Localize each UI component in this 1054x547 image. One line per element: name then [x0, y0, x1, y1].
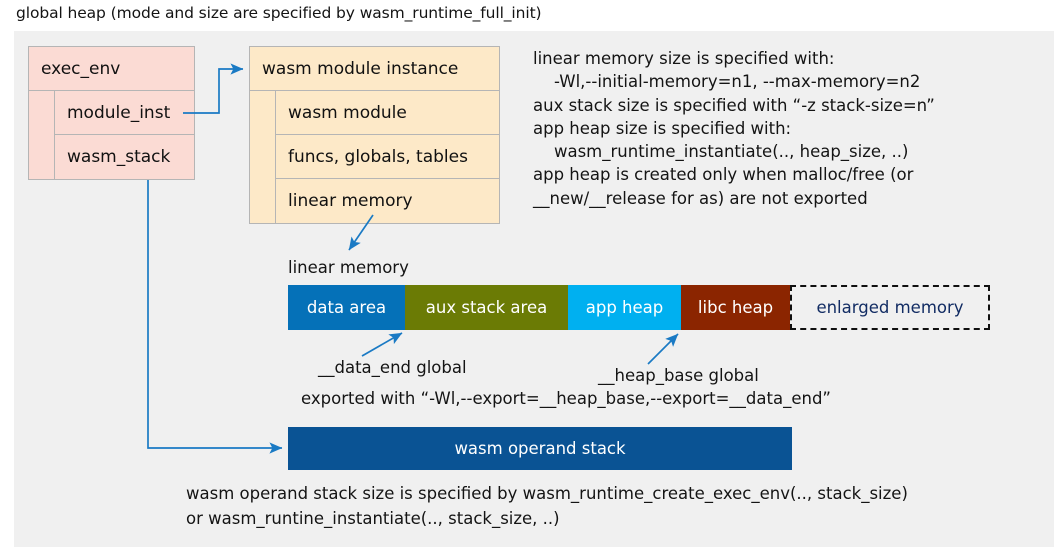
wasm-module-instance-header-label: wasm module instance: [262, 58, 459, 79]
wasm-operand-stack-label: wasm operand stack: [454, 439, 626, 458]
exec-env-header: exec_env: [28, 46, 195, 91]
exec-env-row-label: wasm_stack: [67, 147, 171, 167]
exec-env-row-module-inst: module_inst: [55, 91, 194, 135]
memory-segment-libc-heap: libc heap: [681, 285, 790, 330]
wasm-module-instance-row-label: linear memory: [288, 191, 413, 211]
linear-memory-bar-label: linear memory: [288, 258, 409, 277]
wasm-module-instance-row-funcs-globals-tables: funcs, globals, tables: [276, 135, 499, 179]
memory-segment-enlarged-memory: enlarged memory: [790, 285, 990, 330]
exec-env-body: module_inst wasm_stack: [28, 91, 195, 180]
memory-segment-data-area: data area: [288, 285, 405, 330]
heap-base-annotation: __heap_base global: [598, 366, 759, 385]
wasm-operand-stack-box: wasm operand stack: [288, 427, 792, 470]
linear-memory-bar: data area aux stack area app heap libc heap…: [288, 285, 990, 330]
memory-segment-label: aux stack area: [425, 298, 548, 317]
wasm-module-instance-row-label: wasm module: [288, 102, 407, 123]
memory-segment-aux-stack-area: aux stack area: [405, 285, 568, 330]
exported-with-annotation: exported with “-Wl,--export=__heap_base,…: [301, 389, 831, 408]
wasm-module-instance-row-wasm-module: wasm module: [276, 91, 499, 135]
memory-config-notes: linear memory size is specified with: -W…: [533, 49, 935, 208]
memory-segment-label: libc heap: [697, 298, 774, 317]
wasm-module-instance-body: wasm module funcs, globals, tables linea…: [249, 91, 500, 224]
exec-env-row-label: module_inst: [67, 102, 171, 123]
exec-env-row-wasm-stack: wasm_stack: [55, 135, 194, 179]
memory-segment-app-heap: app heap: [568, 285, 681, 330]
wasm-module-instance-row-linear-memory: linear memory: [276, 179, 499, 223]
wasm-module-instance-box: wasm module instance wasm module funcs, …: [249, 46, 500, 224]
exec-env-gutter: [29, 91, 55, 179]
wasm-module-instance-header: wasm module instance: [249, 46, 500, 91]
memory-segment-label: enlarged memory: [816, 298, 964, 317]
data-end-annotation: __data_end global: [318, 358, 467, 377]
exec-env-box: exec_env module_inst wasm_stack: [28, 46, 195, 180]
operand-stack-footnote: wasm operand stack size is specified by …: [186, 484, 908, 528]
memory-segment-label: app heap: [585, 298, 664, 317]
page-title: global heap (mode and size are specified…: [16, 4, 542, 22]
memory-segment-label: data area: [306, 298, 387, 317]
wasm-module-instance-gutter: [250, 91, 276, 223]
exec-env-header-label: exec_env: [41, 58, 121, 79]
wasm-module-instance-row-label: funcs, globals, tables: [288, 146, 468, 167]
